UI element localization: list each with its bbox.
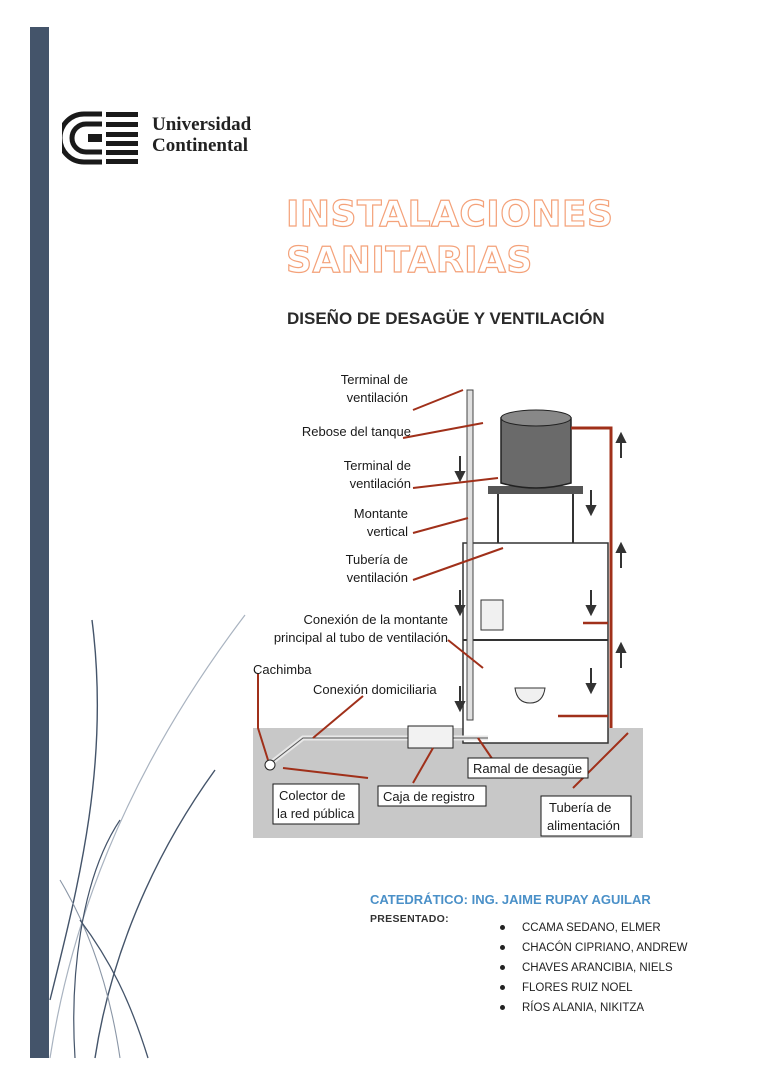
- university-logo-icon: [62, 111, 138, 165]
- label-alimentacion-b: alimentación: [547, 818, 620, 833]
- university-logo: Universidad Continental: [62, 110, 282, 166]
- label-conexion-a: Conexión de la montante: [303, 612, 448, 627]
- plumbing-diagram: Terminal de ventilación Rebose del tanqu…: [253, 372, 643, 838]
- students-list: CCAMA SEDANO, ELMER CHACÓN CIPRIANO, AND…: [500, 918, 688, 1018]
- sidebar-band: [30, 27, 49, 1058]
- label-cachimba: Cachimba: [253, 662, 312, 677]
- label-tuberia-vent-a: Tubería de: [346, 552, 408, 567]
- vent-pipe: [466, 389, 474, 721]
- label-caja: Caja de registro: [383, 789, 475, 804]
- label-alimentacion-a: Tubería de: [549, 800, 611, 815]
- label-tuberia-vent-b: ventilación: [347, 570, 408, 585]
- label-ramal: Ramal de desagüe: [473, 761, 582, 776]
- building-frame: [462, 542, 609, 744]
- university-name-line1: Universidad: [152, 114, 252, 135]
- document-title: INSTALACIONES SANITARIAS: [285, 192, 614, 284]
- title-line1: INSTALACIONES: [285, 193, 614, 235]
- label-montante-b: vertical: [367, 524, 408, 539]
- sink: [514, 687, 546, 704]
- student-item: CHACÓN CIPRIANO, ANDREW: [500, 938, 688, 958]
- presentado-label: PRESENTADO:: [370, 913, 449, 925]
- catedratico-line: CATEDRÁTICO: ING. JAIME RUPAY AGUILAR: [370, 892, 651, 907]
- label-montante-a: Montante: [354, 506, 408, 521]
- student-item: FLORES RUIZ NOEL: [500, 978, 688, 998]
- label-terminal-ventilacion-2b: ventilación: [350, 476, 411, 491]
- label-terminal-ventilacion-1a: Terminal de: [341, 372, 408, 387]
- title-line2: SANITARIAS: [285, 239, 533, 281]
- toilet: [480, 599, 504, 631]
- label-colector-a: Colector de: [279, 788, 345, 803]
- registry-box: [407, 725, 454, 749]
- label-terminal-ventilacion-2a: Terminal de: [344, 458, 411, 473]
- university-name: Universidad Continental: [152, 114, 251, 156]
- label-conexion-b: principal al tubo de ventilación: [274, 630, 448, 645]
- university-name-line2: Continental: [152, 135, 249, 156]
- label-terminal-ventilacion-1b: ventilación: [347, 390, 408, 405]
- student-item: CCAMA SEDANO, ELMER: [500, 918, 688, 938]
- water-tank: [500, 417, 572, 489]
- document-subtitle: DISEÑO DE DESAGÜE Y VENTILACIÓN: [287, 309, 605, 328]
- label-rebose: Rebose del tanque: [302, 424, 411, 439]
- label-conexion-domiciliaria: Conexión domiciliaria: [313, 682, 437, 697]
- student-item: RÍOS ALANIA, NIKITZA: [500, 998, 688, 1018]
- tank-stand: [488, 486, 583, 494]
- student-item: CHAVES ARANCIBIA, NIELS: [500, 958, 688, 978]
- label-colector-b: la red pública: [277, 806, 355, 821]
